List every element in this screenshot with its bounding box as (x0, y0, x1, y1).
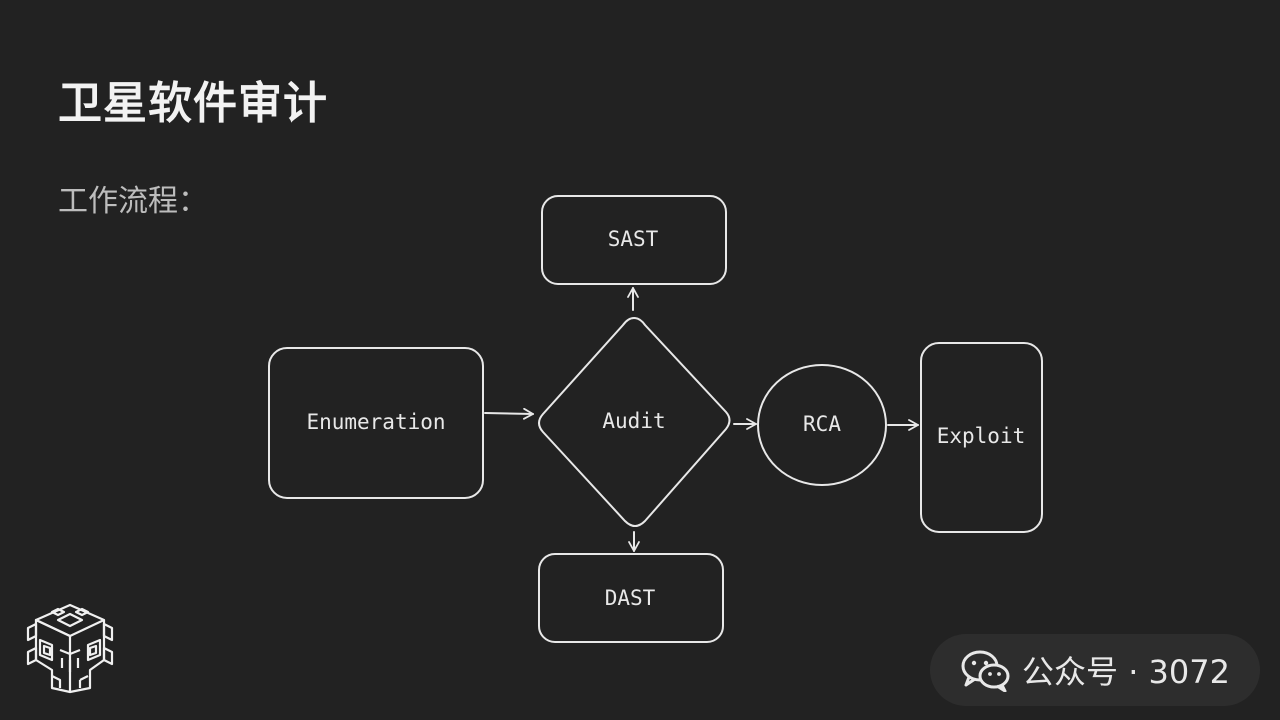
slide-title: 卫星软件审计 (58, 78, 328, 129)
audit-label: Audit (602, 409, 665, 433)
rca-node: RCA (757, 364, 887, 486)
sast-label: SAST (608, 227, 659, 251)
slide-subtitle: 工作流程： (58, 184, 208, 219)
dast-node: DAST (538, 553, 724, 643)
audit-node: Audit (538, 316, 731, 527)
pixel-skull-logo-icon (26, 603, 114, 694)
arrow-enumeration-to-audit (484, 407, 534, 420)
sast-node: SAST (541, 195, 727, 285)
rca-label: RCA (803, 412, 841, 436)
watermark: 公众号 · 3072 (930, 634, 1260, 706)
exploit-node: Exploit (920, 342, 1043, 533)
exploit-label: Exploit (937, 424, 1026, 448)
enumeration-node: Enumeration (268, 347, 484, 499)
wechat-icon (961, 650, 1010, 692)
watermark-text: 公众号 · 3072 (1022, 653, 1230, 691)
dast-label: DAST (605, 586, 656, 610)
enumeration-label: Enumeration (306, 410, 445, 434)
